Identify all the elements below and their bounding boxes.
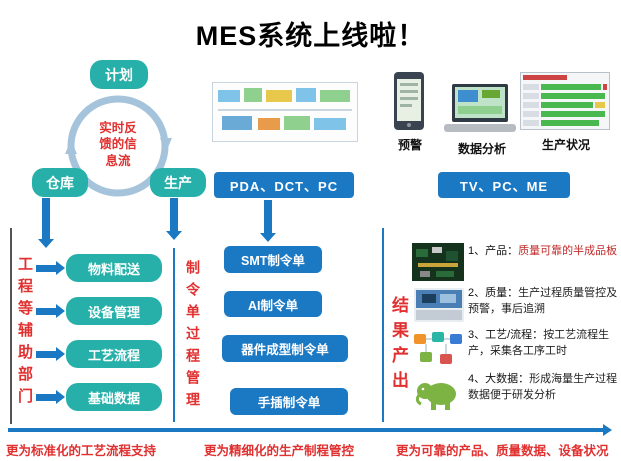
page-title: MES系统上线啦！ — [195, 21, 426, 51]
plan-box: 计划 — [90, 60, 148, 89]
result-item-number: 3、 — [468, 329, 486, 341]
pda-device-image — [394, 72, 424, 135]
data-analysis-label: 数据分析 — [457, 142, 506, 156]
arrow-to-data-icon — [36, 390, 65, 404]
ai-order-box: AI制令单 — [224, 291, 322, 317]
material-delivery-box: 物料配送 — [66, 254, 162, 282]
bottom-timeline-arrow-icon — [8, 424, 612, 436]
footer-right-label: 更为可靠的产品、质量数据、设备状况 — [396, 444, 609, 458]
result-item-number: 4、 — [468, 373, 486, 385]
middle-vertical-label: 制令单过程管理 — [185, 260, 201, 414]
warehouse-down-arrow-icon — [38, 198, 54, 248]
inspection-machine-image — [414, 288, 464, 327]
result-item-bigdata: 4、大数据：形成海量生产过程数据便于研发分析 — [468, 372, 618, 404]
result-item-number: 1、 — [468, 245, 486, 257]
footer-left-label: 更为标准化的工艺流程支持 — [6, 444, 157, 458]
right-section-divider — [382, 228, 384, 422]
right-vertical-label: 结果产出 — [389, 296, 408, 396]
hand-insert-order-box: 手插制令单 — [230, 388, 348, 415]
production-status-screen-image — [520, 72, 610, 135]
result-item-number: 2、 — [468, 287, 486, 299]
result-item-desc: 形成海量生产过程数据便于研发分析 — [468, 373, 618, 401]
result-item-desc: 质量可靠的半成品板 — [518, 245, 618, 257]
arrow-to-material-icon — [36, 261, 65, 275]
result-item-label: 工艺/流程： — [485, 329, 544, 341]
result-item-quality: 2、质量：生产过程质量管控及预警，事后追溯 — [468, 286, 618, 318]
production-status-label: 生产状况 — [541, 138, 590, 152]
result-item-desc: 生产过程质量管控及预警，事后追溯 — [468, 287, 618, 315]
result-item-product: 1、产品：质量可靠的半成品板 — [468, 244, 618, 260]
process-flow-icons-image — [412, 330, 464, 373]
production-box: 生产 — [150, 168, 206, 197]
result-item-desc: 按工艺流程生产，采集各工序工时 — [468, 329, 610, 357]
result-item-label: 产品： — [485, 245, 519, 257]
arrow-to-equipment-icon — [36, 304, 65, 318]
footer-middle-label: 更为精细化的生产制程管控 — [204, 444, 355, 458]
result-item-label: 大数据： — [485, 373, 530, 385]
basic-data-box: 基础数据 — [66, 383, 162, 411]
big-data-elephant-image — [412, 372, 464, 419]
result-item-process: 3、工艺/流程：按工艺流程生产，采集各工序工时 — [468, 328, 618, 360]
left-section-divider — [10, 228, 12, 424]
pda-dct-pc-bar: PDA、DCT、PC — [214, 172, 354, 198]
result-item-label: 质量： — [485, 287, 519, 299]
cycle-center-text: 实时反馈的信息流 — [99, 121, 137, 168]
tv-pc-me-bar: TV、PC、ME — [438, 172, 570, 198]
cycle-ring-icon — [65, 95, 172, 197]
production-line-diagram-image — [212, 82, 358, 147]
arrow-to-process-icon — [36, 347, 65, 361]
pda-down-arrow-icon — [260, 200, 276, 242]
pcb-board-image — [412, 243, 464, 286]
warning-label: 预警 — [397, 138, 422, 152]
smt-order-box: SMT制令单 — [224, 246, 322, 273]
production-down-arrow-icon — [166, 198, 182, 240]
process-flow-box: 工艺流程 — [66, 340, 162, 368]
middle-section-divider — [173, 248, 175, 422]
laptop-image — [444, 84, 516, 139]
left-vertical-label: 工程等辅助部门 — [16, 256, 33, 410]
warehouse-box: 仓库 — [32, 168, 88, 197]
equipment-management-box: 设备管理 — [66, 297, 162, 325]
forming-order-box: 器件成型制令单 — [222, 335, 348, 362]
